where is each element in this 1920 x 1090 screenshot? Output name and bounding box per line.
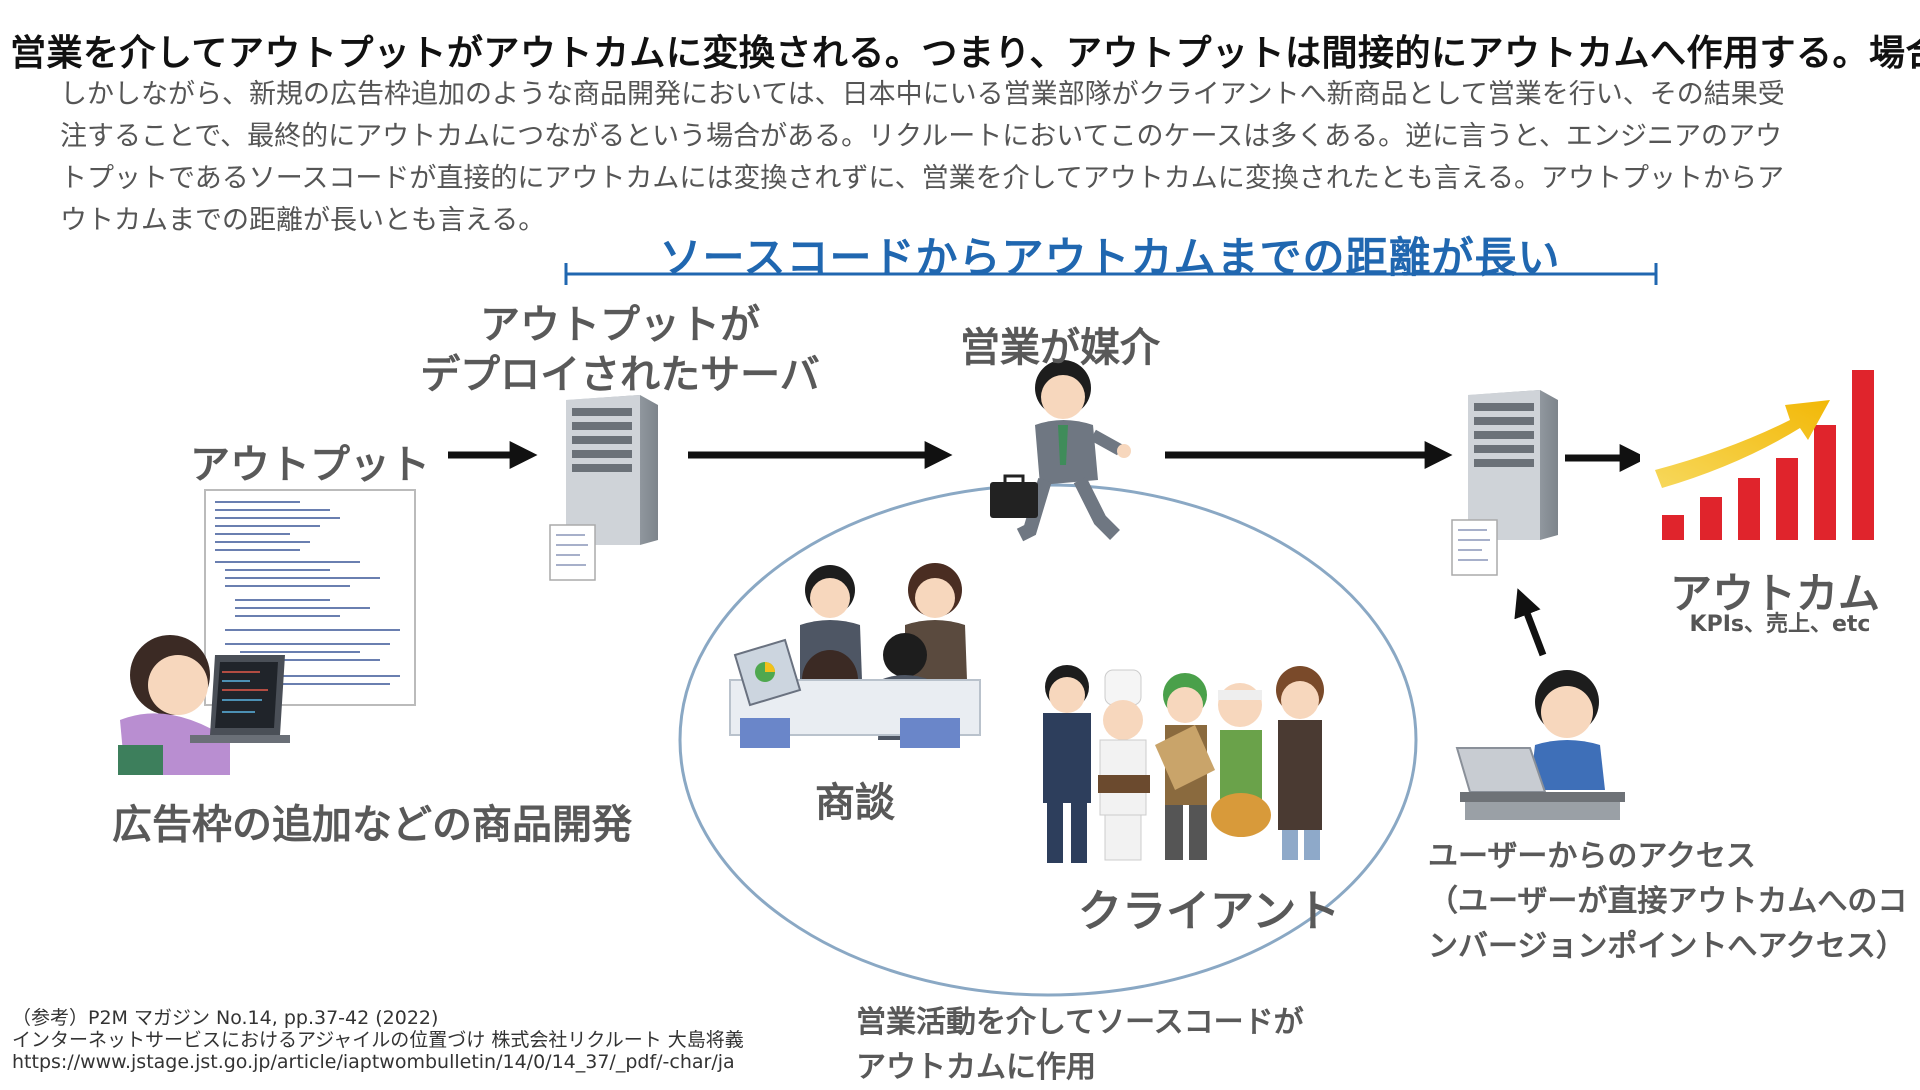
sales-mediator-label: 営業が媒介 [960,325,1160,371]
page-title: 営業を介してアウトプットがアウトカムに変換される。つまり、アウトプットは間接的に… [10,33,1920,74]
meeting-people-icon [729,563,981,748]
user-access-label: ユーザーからのアクセス （ユーザーが直接アウトカムへのコ ンバージョンポイントへ… [1428,834,1908,969]
arrow-user-to-server [1514,588,1547,657]
user-access-line: ユーザーからのアクセス [1428,839,1756,874]
sales-activity-label: 営業活動を介してソースコードが アウトカムに作用 [856,1000,1304,1090]
body-line: トプットであるソースコードが直接的にアウトカムには変換されずに、営業を介してアウ… [60,163,1784,194]
user-access-line: ンバージョンポイントへアクセス） [1428,929,1906,964]
distance-bracket [564,263,1658,285]
programmer-laptop-icon [118,635,290,775]
server-tower-icon [549,395,658,581]
growth-bar-chart-icon [1640,352,1910,542]
reference-citation: （参考）P2M マガジン No.14, pp.37-42 (2022) インター… [12,1007,744,1073]
product-development-label: 広告枠の追加などの商品開発 [112,802,632,848]
distance-banner-title: ソースコードからアウトカムまでの距離が長い [659,233,1561,282]
deployed-server-label: アウトプットが デプロイされたサーバ [400,300,840,400]
body-line: ウトカムまでの距離が長いとも言える。 [60,205,546,236]
outcome-label: アウトカム [1670,569,1881,618]
output-label: アウトプット [190,442,430,488]
body-line: 注することで、最終的にアウトカムにつながるという場合がある。リクルートにおいてこ… [60,121,1783,152]
user-access-line: （ユーザーが直接アウトカムへのコ [1428,884,1908,919]
user-laptop-icon [1455,670,1625,820]
client-group-icon [1043,665,1324,863]
sales-activity-line: 営業活動を介してソースコードが [856,1005,1304,1040]
salesperson-running-icon [990,360,1131,542]
outcome-sublabel: KPIs、売上、etc [1689,612,1871,637]
sales-activity-line: アウトカムに作用 [856,1050,1096,1085]
client-label: クライアント [1078,886,1341,937]
body-line: しかしながら、新規の広告枠追加のような商品開発においては、日本中にいる営業部隊が… [60,79,1785,110]
reference-url: https://www.jstage.jst.go.jp/article/iap… [12,1051,735,1073]
reference-line: インターネットサービスにおけるアジャイルの位置づけ 株式会社リクルート 大島将義 [12,1029,744,1051]
negotiation-label: 商談 [815,780,895,826]
deployed-server-label-line: アウトプットが [480,302,760,348]
server-tower-icon [1451,390,1558,576]
body-paragraph: しかしながら、新規の広告枠追加のような商品開発においては、日本中にいる営業部隊が… [60,74,1860,242]
deployed-server-label-line: デプロイされたサーバ [420,352,820,398]
reference-line: （参考）P2M マガジン No.14, pp.37-42 (2022) [12,1007,439,1029]
